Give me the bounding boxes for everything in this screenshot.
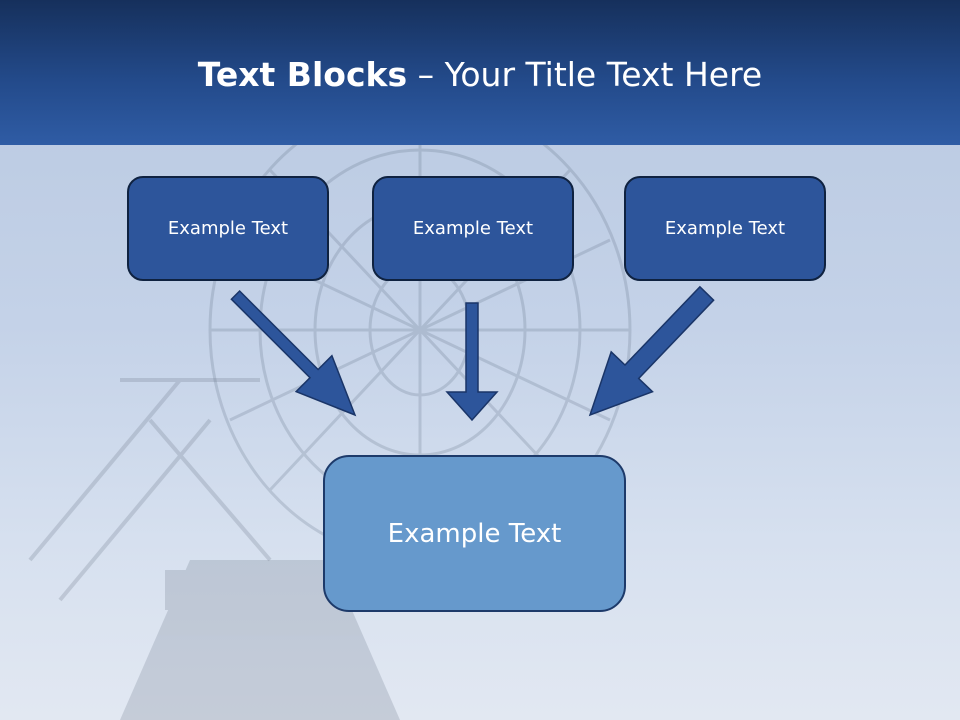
arrow-center-down	[445, 302, 499, 422]
title-bold-part: Text Blocks	[197, 55, 408, 94]
text-block-center[interactable]: Example Text	[372, 176, 574, 281]
text-block-center-label: Example Text	[412, 218, 534, 239]
title-dash: –	[407, 55, 445, 94]
arrow-right-diagonal	[588, 285, 715, 417]
title-rest: Your Title Text Here	[444, 55, 763, 94]
target-text-block-label: Example Text	[387, 518, 562, 549]
target-text-block[interactable]: Example Text	[323, 455, 626, 612]
text-block-right-label: Example Text	[664, 218, 786, 239]
text-block-left-label: Example Text	[167, 218, 289, 239]
title-bar	[0, 0, 960, 145]
slide-title: Text Blocks – Your Title Text Here	[0, 52, 960, 98]
arrow-left-diagonal	[230, 289, 357, 417]
text-block-right[interactable]: Example Text	[624, 176, 826, 281]
text-block-left[interactable]: Example Text	[127, 176, 329, 281]
